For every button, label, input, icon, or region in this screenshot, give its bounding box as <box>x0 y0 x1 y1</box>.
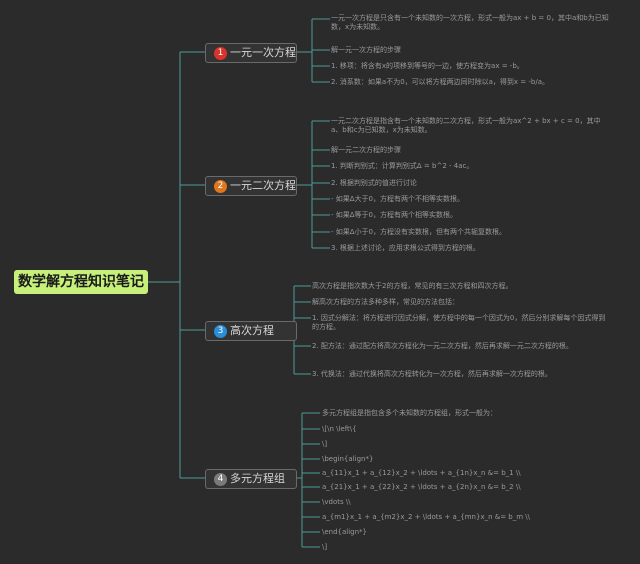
number-badge-2: 2 <box>214 179 227 193</box>
leaf-text: 一元二次方程是指含有一个未知数的二次方程，形式一般为ax^2 + bx + c … <box>331 117 601 134</box>
branch-higher-degree-equation[interactable]: 3 高次方程 <box>205 321 297 341</box>
leaf-text: \vdots \\ <box>322 498 351 506</box>
branch-label: 高次方程 <box>230 324 274 337</box>
leaf-text: 3. 代换法：通过代换将高次方程转化为一次方程，然后再求解一次方程的根。 <box>312 370 552 378</box>
branch-linear-equation[interactable]: 1 一元一次方程 <box>205 43 297 63</box>
number-badge-4: 4 <box>214 472 227 486</box>
branch-quadratic-equation[interactable]: 2 一元二次方程 <box>205 176 297 196</box>
leaf-text: - 如果Δ大于0，方程有两个不相等实数根。 <box>331 195 464 203</box>
leaf-text: 解高次方程的方法多种多样，常见的方法包括： <box>312 298 459 306</box>
leaf-text: \begin{align*} <box>322 455 374 463</box>
leaf-text: a_{21}x_1 + a_{22}x_2 + \ldots + a_{2n}x… <box>322 483 521 491</box>
branch-label: 一元一次方程 <box>230 46 296 59</box>
leaf-text: \] <box>322 543 328 551</box>
leaf-text: 1. 判断判别式：计算判别式Δ = b^2 - 4ac。 <box>331 162 474 170</box>
leaf-text: a_{11}x_1 + a_{12}x_2 + \ldots + a_{1n}x… <box>322 469 521 477</box>
leaf-text: 解一元一次方程的步骤 <box>331 46 401 54</box>
leaf-text: 2. 根据判别式的值进行讨论 <box>331 179 417 187</box>
leaf-text: - 如果Δ小于0，方程没有实数根，但有两个共轭复数根。 <box>331 228 506 236</box>
leaf-text: \end{align*} <box>322 528 368 536</box>
leaf-text: \[\n \left\{ <box>322 425 357 433</box>
branch-equation-system[interactable]: 4 多元方程组 <box>205 469 297 489</box>
leaf-text: 1. 移项：将含有x的项移到等号的一边，使方程变为ax = -b。 <box>331 62 524 70</box>
leaf-text: 多元方程组是指包含多个未知数的方程组，形式一般为： <box>322 409 497 417</box>
leaf-text: 1. 因式分解法：将方程进行因式分解，使方程中的每一个因式为0，然后分别求解每个… <box>312 314 606 331</box>
number-badge-1: 1 <box>214 46 227 60</box>
leaf-text: 2. 消系数：如果a不为0，可以将方程两边同时除以a，得到x = -b/a。 <box>331 78 550 86</box>
leaf-text: 解一元二次方程的步骤 <box>331 146 401 154</box>
leaf-text: 高次方程是指次数大于2的方程，常见的有三次方程和四次方程。 <box>312 282 513 290</box>
leaf-text: - 如果Δ等于0，方程有两个相等实数根。 <box>331 211 457 219</box>
branch-label: 一元二次方程 <box>230 179 296 192</box>
leaf-text: a_{m1}x_1 + a_{m2}x_2 + \ldots + a_{mn}x… <box>322 513 531 521</box>
leaf-text: 2. 配方法：通过配方将高次方程化为一元二次方程，然后再求解一元二次方程的根。 <box>312 342 573 350</box>
leaf-text: 一元一次方程是只含有一个未知数的一次方程，形式一般为ax + b = 0，其中a… <box>331 14 609 31</box>
leaf-text: 3. 根据上述讨论，应用求根公式得到方程的根。 <box>331 244 480 252</box>
number-badge-3: 3 <box>214 324 227 338</box>
leaf-text: \] <box>322 440 328 448</box>
root-topic[interactable]: 数学解方程知识笔记 <box>14 270 148 294</box>
branch-label: 多元方程组 <box>230 472 285 485</box>
